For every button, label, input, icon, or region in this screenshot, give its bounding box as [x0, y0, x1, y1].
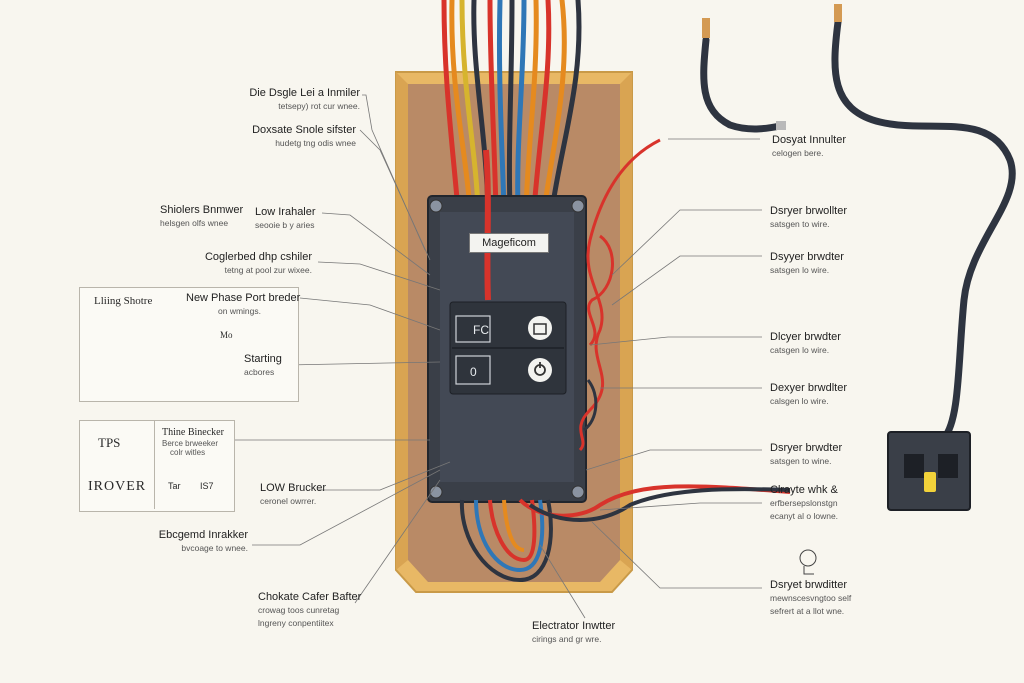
callout-title: Dsryet brwditter — [770, 579, 848, 591]
callout-sub: tetng at pool zur wixee. — [224, 265, 312, 275]
breaker-module-0 — [455, 355, 491, 385]
appliance-icon — [799, 549, 817, 575]
drawing-box-title: Lliing Shotre — [94, 295, 153, 307]
callout-sub: cirings and gr wre. — [532, 634, 602, 644]
callout-left-1: Die Dsgle Lei a Inmiler tetsepy) rot cur… — [249, 87, 360, 113]
panel-plate-label: Mageficom — [469, 233, 549, 253]
breaker-panel — [427, 195, 587, 503]
callout-title: Clrayte whk & — [770, 484, 838, 496]
callout-title: Dsyyer brwdter — [770, 251, 844, 263]
callout-sub: celogen bere. — [772, 148, 824, 158]
callout-title: Chokate Cafer Bafter — [258, 591, 362, 603]
callout-sub: sefrert at a llot wne. — [770, 606, 845, 616]
callout-title: Shiolers Bnmwer — [160, 204, 244, 216]
callout-sub: satsgen lo wire. — [770, 265, 830, 275]
callout-right-8: Dsryet brwditter mewnscesvngtoo self sef… — [770, 579, 851, 618]
callout-title: Dlcyer brwdter — [770, 331, 841, 343]
callout-title: Doxsate Snole sifster — [252, 124, 356, 136]
box-title-line1: TPS — [98, 435, 121, 450]
callout-left-8: LOW Brucker ceronel owrrer. — [260, 482, 326, 508]
bottom-wire-bundle — [459, 484, 791, 583]
callout-right-6: Dsryer brwdter satsgen to wine. — [770, 442, 842, 468]
callout-right-7: Clrayte whk & erfbersepslonstgn ecanyt a… — [770, 484, 838, 523]
breaker-module-fc — [455, 315, 491, 343]
callout-sub: catsgen lo wire. — [770, 345, 830, 355]
callout-bottom: Electrator Inwtter cirings and gr wre. — [532, 620, 615, 646]
callout-sub: bvcoage to wnee. — [181, 543, 248, 553]
module-bottom-text: 0 — [470, 365, 477, 379]
callout-sub: hudetg tng odis wnee — [275, 138, 356, 148]
callout-title: Dsryer brwollter — [770, 205, 848, 217]
callout-sub: crowag toos cunretag — [258, 605, 340, 615]
callout-right-1: Dosyat Innulter celogen bere. — [772, 134, 846, 160]
callout-sub: calsgen lo wire. — [770, 396, 829, 406]
callout-sub: lngreny conpentiitex — [258, 618, 334, 628]
power-icon — [528, 358, 552, 382]
box-subtitle: Thine Binecker — [162, 427, 224, 438]
callout-title: LOW Brucker — [260, 482, 327, 494]
callout-title: New Phase Port breder — [186, 292, 301, 304]
drawing-box-small-label: Mo — [220, 330, 233, 340]
box-divider — [154, 421, 155, 509]
callout-sub: on wmings. — [218, 306, 261, 316]
callout-title: Electrator Inwtter — [532, 620, 616, 632]
callout-title: Starting — [244, 353, 282, 365]
loose-cable-a — [700, 18, 786, 133]
box-sub-line1: Berce brweeker — [162, 439, 219, 448]
callout-right-4: Dlcyer brwdter catsgen lo wire. — [770, 331, 841, 357]
callout-sub: mewnscesvngtoo self — [770, 593, 852, 603]
callout-title: Dexyer brwdlter — [770, 382, 848, 394]
callout-sub: seooie b y aries — [255, 220, 315, 230]
callout-title: Die Dsgle Lei a Inmiler — [249, 87, 360, 99]
callout-title: Coglerbed dhp cshiler — [204, 251, 312, 263]
callout-title: Low Irahaler — [255, 206, 316, 218]
box-footer-a: Tar — [168, 481, 181, 491]
top-wire-bundle — [441, 0, 582, 213]
callout-left-7: Starting acbores — [244, 353, 282, 379]
callout-sub: satsgen to wire. — [770, 219, 830, 229]
outlet-box — [887, 431, 971, 511]
callout-sub: ecanyt al o lowne. — [770, 511, 839, 521]
switch-icon — [528, 316, 552, 340]
box-title-line2: IROVER — [88, 479, 147, 494]
callout-left-10: Chokate Cafer Bafter crowag toos cunreta… — [258, 591, 361, 630]
callout-left-4: Shiolers Bnmwer helsgen olfs wnee — [160, 204, 243, 230]
callout-left-6: New Phase Port breder on wmings. — [186, 292, 300, 318]
callout-sub: helsgen olfs wnee — [160, 218, 229, 228]
callout-title: Dosyat Innulter — [772, 134, 846, 146]
drawing-box-top: Lliing Shotre Mo — [79, 287, 299, 402]
callout-right-5: Dexyer brwdlter calsgen lo wire. — [770, 382, 847, 408]
callout-title: Ebcgemd Inrakker — [158, 529, 248, 541]
callout-sub: tetsepy) rot cur wnee. — [278, 101, 360, 111]
callout-left-9: Ebcgemd Inrakker bvcoage to wnee. — [159, 529, 248, 555]
box-footer-b: IS7 — [200, 481, 214, 491]
leader-lines — [234, 94, 762, 619]
box-sub-line2: colr witles — [170, 448, 206, 457]
loose-cable-b — [831, 4, 1016, 442]
callout-sub: erfbersepslonstgn — [770, 498, 838, 508]
callout-left-2: Doxsate Snole sifster hudetg tng odis wn… — [252, 124, 356, 150]
callout-sub: acbores — [244, 367, 275, 377]
callout-right-3: Dsyyer brwdter satsgen lo wire. — [770, 251, 844, 277]
callout-right-2: Dsryer brwollter satsgen to wire. — [770, 205, 847, 231]
drawing-box-bottom: TPS IROVER Thine Binecker Berce brweeker… — [79, 420, 235, 512]
right-wire-loops — [578, 138, 661, 452]
callout-left-3: Low Irahaler seooie b y aries — [255, 206, 316, 232]
callout-sub: satsgen to wine. — [770, 456, 832, 466]
center-red-wire — [483, 149, 491, 301]
callout-left-5: Coglerbed dhp cshiler tetng at pool zur … — [205, 251, 312, 277]
module-top-text: FC — [473, 323, 489, 337]
callout-sub: ceronel owrrer. — [260, 496, 317, 506]
callout-title: Dsryer brwdter — [770, 442, 843, 454]
